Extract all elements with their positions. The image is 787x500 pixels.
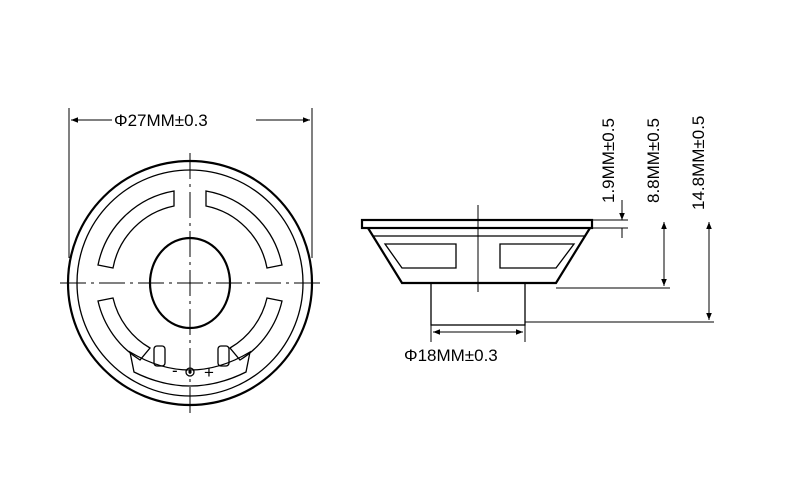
magnet [430, 282, 526, 326]
vent-slot-top-left [97, 190, 175, 269]
side-view: Φ18MM±0.3 1.9MM±0.5 8.8MM±0.5 14.8MM±0.5 [360, 116, 714, 365]
body-height-label: 8.8MM±0.5 [644, 118, 663, 203]
side-window-right [499, 243, 576, 269]
flange-height-label: 1.9MM±0.5 [599, 118, 618, 203]
total-height-label: 14.8MM±0.5 [689, 116, 708, 210]
flange [360, 218, 594, 230]
vent-slot-top-right [205, 190, 283, 269]
terminal-positive-sign: + [204, 363, 214, 382]
magnet-diameter-label: Φ18MM±0.3 [404, 346, 498, 365]
vent-slot-bottom-right [229, 297, 283, 361]
terminal-board [129, 350, 251, 387]
side-window-left [383, 243, 457, 269]
terminal-tab-positive [217, 345, 230, 367]
vent-slot-bottom-left [97, 297, 151, 361]
terminal-tab-negative [153, 345, 166, 367]
diameter-label: Φ27MM±0.3 [114, 111, 208, 130]
front-view: Φ27MM±0.3 - + [60, 108, 320, 415]
terminal-negative-sign: - [172, 361, 178, 380]
